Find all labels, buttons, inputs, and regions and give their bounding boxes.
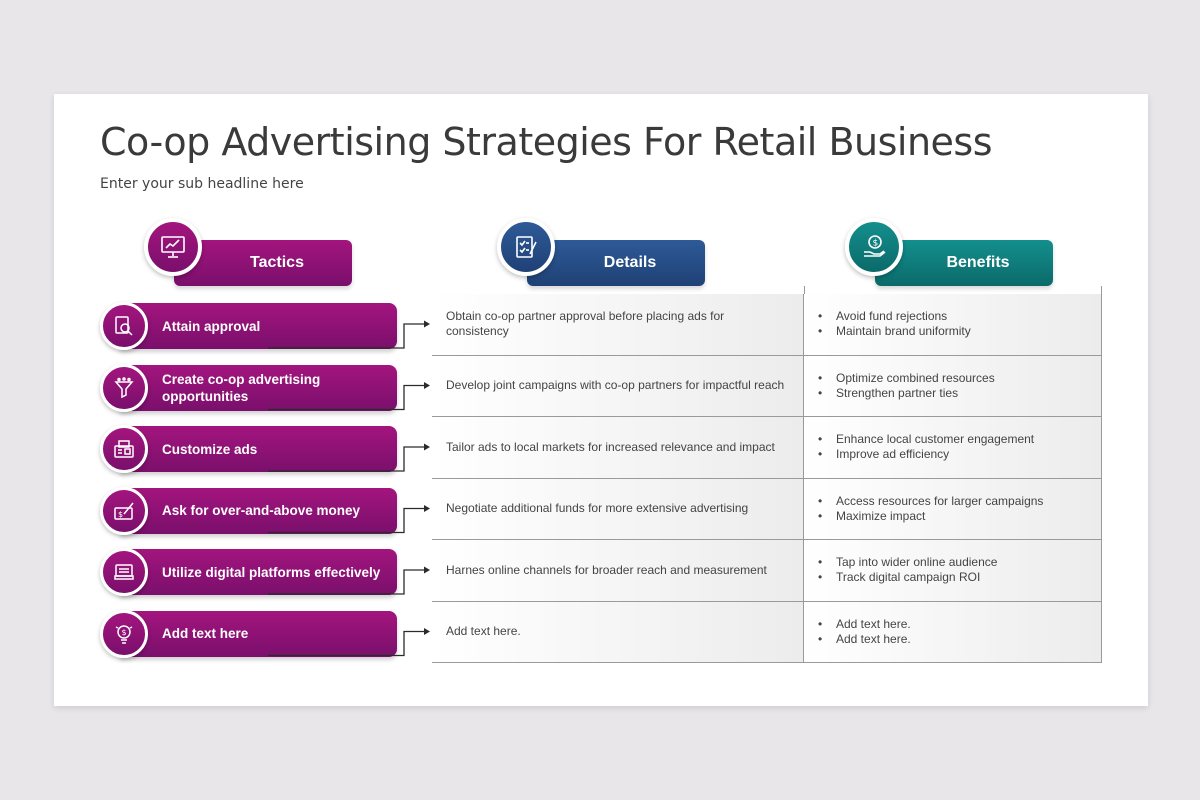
tactics-header-label: Tactics xyxy=(250,254,304,271)
tactic-label: Utilize digital platforms effectively xyxy=(120,549,397,595)
details-benefits-table: Obtain co-op partner approval before pla… xyxy=(432,286,1102,664)
tactic-row-1: Attain approval xyxy=(100,294,400,356)
benefits-header: Benefits $ xyxy=(845,218,1055,286)
benefit-cell: Tap into wider online audienceTrack digi… xyxy=(804,540,1102,602)
tactic-label: Customize ads xyxy=(120,426,397,472)
hand-money-icon: $ xyxy=(845,218,903,276)
checklist-icon xyxy=(497,218,555,276)
details-header-label: Details xyxy=(603,254,657,271)
row-connectors xyxy=(268,320,430,657)
page-title: Co-op Advertising Strategies For Retail … xyxy=(100,120,993,164)
svg-text:$: $ xyxy=(122,628,127,637)
details-header-tab: Details xyxy=(527,240,705,286)
benefit-item: Strengthen partner ties xyxy=(818,386,995,401)
detail-cell: Negotiate additional funds for more exte… xyxy=(432,478,804,540)
tactic-row-3: Customize ads xyxy=(100,417,400,479)
monitor-chart-icon xyxy=(144,218,202,276)
benefit-item: Add text here. xyxy=(818,632,911,647)
benefit-item: Improve ad efficiency xyxy=(818,447,1034,462)
detail-cell: Tailor ads to local markets for increase… xyxy=(432,417,804,479)
benefit-item: Tap into wider online audience xyxy=(818,555,997,570)
benefit-item: Track digital campaign ROI xyxy=(818,570,997,585)
subtitle: Enter your sub headline here xyxy=(100,176,304,192)
tactic-row-5: Utilize digital platforms effectively xyxy=(100,540,400,602)
benefit-cell: Optimize combined resourcesStrengthen pa… xyxy=(804,355,1102,417)
money-check-icon: $ xyxy=(100,486,148,535)
detail-cell: Develop joint campaigns with co-op partn… xyxy=(432,355,804,417)
slide: Co-op Advertising Strategies For Retail … xyxy=(54,94,1148,706)
benefit-cell: Enhance local customer engagementImprove… xyxy=(804,417,1102,479)
benefit-item: Add text here. xyxy=(818,617,911,632)
lightbulb-dollar-icon: $ xyxy=(100,609,148,658)
benefit-item: Maintain brand uniformity xyxy=(818,324,971,339)
benefit-item: Enhance local customer engagement xyxy=(818,432,1034,447)
detail-cell: Add text here. xyxy=(432,601,804,663)
tactics-header: Tactics xyxy=(144,218,354,286)
benefits-header-tab: Benefits xyxy=(875,240,1053,286)
funnel-icon xyxy=(100,363,148,412)
svg-text:$: $ xyxy=(118,510,123,519)
tactic-label: Add text here xyxy=(120,610,397,657)
tactic-row-6: Add text here $ xyxy=(100,602,400,664)
benefits-header-label: Benefits xyxy=(946,254,1010,271)
benefit-item: Optimize combined resources xyxy=(818,371,995,386)
devices-icon xyxy=(100,548,148,596)
svg-text:$: $ xyxy=(873,239,879,249)
tactic-label: Attain approval xyxy=(120,303,397,349)
tactic-row-4: Ask for over-and-above money $ xyxy=(100,479,400,541)
tactic-label: Ask for over-and-above money xyxy=(120,487,397,534)
detail-cell: Obtain co-op partner approval before pla… xyxy=(432,294,804,356)
details-header: Details xyxy=(497,218,707,286)
fax-machine-icon xyxy=(100,425,148,473)
benefit-cell: Access resources for larger campaignsMax… xyxy=(804,478,1102,540)
benefit-item: Access resources for larger campaigns xyxy=(818,494,1043,509)
detail-cell: Harnes online channels for broader reach… xyxy=(432,540,804,602)
benefit-cell: Add text here.Add text here. xyxy=(804,601,1102,663)
tactics-header-tab: Tactics xyxy=(174,240,352,286)
benefit-item: Maximize impact xyxy=(818,509,1043,524)
benefit-item: Avoid fund rejections xyxy=(818,309,971,324)
benefit-cell: Avoid fund rejectionsMaintain brand unif… xyxy=(804,294,1102,356)
tactic-label: Create co-op advertising opportunities xyxy=(120,364,397,411)
tactic-row-2: Create co-op advertising opportunities xyxy=(100,356,400,418)
document-search-icon xyxy=(100,302,148,350)
